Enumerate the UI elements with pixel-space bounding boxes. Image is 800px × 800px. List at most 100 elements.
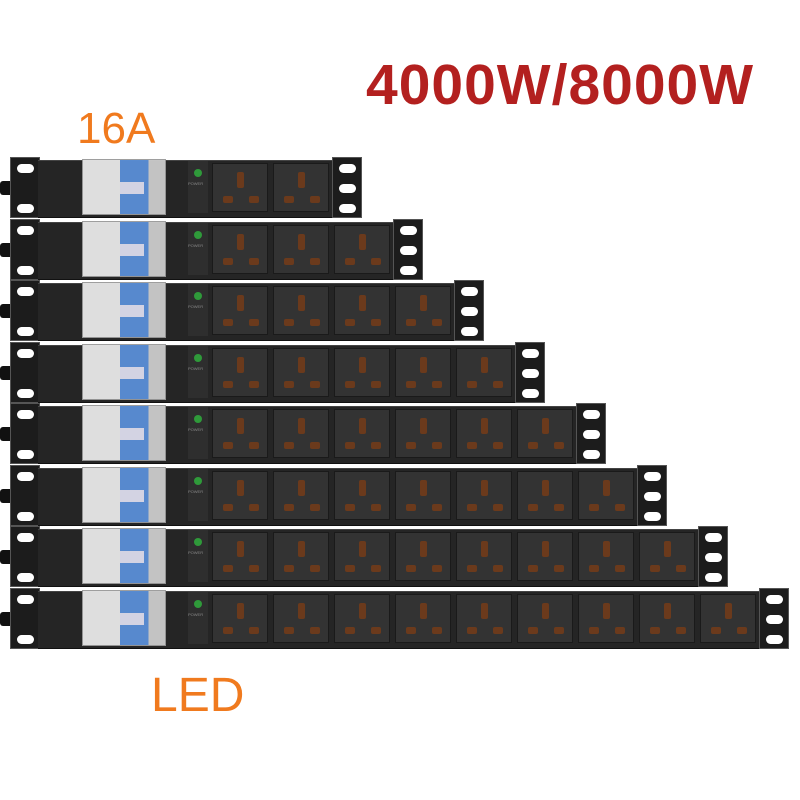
left-mount-bracket <box>10 341 40 403</box>
led-icon <box>194 353 202 362</box>
pdu-strip: POWER <box>0 464 669 526</box>
left-mount-bracket <box>10 526 40 587</box>
universal-socket <box>212 224 268 274</box>
universal-socket <box>456 532 512 581</box>
power-indicator: POWER <box>188 284 208 336</box>
right-mount-bracket <box>454 280 484 341</box>
right-mount-bracket <box>393 218 423 280</box>
mount-hole <box>17 327 34 336</box>
universal-socket <box>334 347 390 397</box>
mount-hole <box>644 471 661 481</box>
universal-socket <box>212 593 268 643</box>
power-text: POWER <box>188 488 204 494</box>
power-text: POWER <box>188 242 204 248</box>
circuit-breaker <box>82 159 166 215</box>
pdu-strip: POWER <box>0 157 364 218</box>
universal-socket <box>334 532 390 581</box>
led-icon <box>194 292 202 300</box>
mount-hole <box>766 614 783 624</box>
mount-hole <box>17 287 34 296</box>
mount-hole <box>705 533 722 542</box>
breaker-rating-label: 16A <box>77 104 156 153</box>
mount-hole <box>583 410 600 419</box>
universal-socket <box>334 593 390 643</box>
mount-hole <box>461 287 478 296</box>
universal-socket <box>334 409 390 458</box>
power-indicator: POWER <box>188 407 208 459</box>
universal-socket <box>395 593 451 643</box>
universal-socket <box>456 470 512 520</box>
universal-socket <box>273 532 329 581</box>
power-text: POWER <box>188 365 204 371</box>
circuit-breaker <box>82 220 166 277</box>
circuit-breaker <box>82 466 166 523</box>
mount-hole <box>583 450 600 459</box>
pdu-strip: POWER <box>0 587 791 649</box>
universal-socket <box>578 470 634 520</box>
mount-hole <box>17 348 34 358</box>
mount-hole <box>17 164 34 173</box>
universal-socket <box>456 409 512 458</box>
mount-hole <box>17 265 34 275</box>
pdu-strip: POWER <box>0 341 547 403</box>
mount-hole <box>522 388 539 398</box>
mount-hole <box>17 634 34 644</box>
right-mount-bracket <box>637 464 667 526</box>
universal-socket <box>456 347 512 397</box>
mount-hole <box>17 471 34 481</box>
universal-socket <box>578 532 634 581</box>
universal-socket <box>212 163 268 212</box>
universal-socket <box>273 593 329 643</box>
universal-socket <box>334 470 390 520</box>
left-mount-bracket <box>10 218 40 280</box>
left-mount-bracket <box>10 280 40 341</box>
universal-socket <box>395 347 451 397</box>
universal-socket <box>395 409 451 458</box>
universal-socket <box>212 286 268 335</box>
universal-socket <box>334 224 390 274</box>
power-text: POWER <box>188 550 204 555</box>
led-icon <box>194 415 202 423</box>
universal-socket <box>273 224 329 274</box>
mount-hole <box>17 450 34 459</box>
power-indicator: POWER <box>188 530 208 582</box>
mount-hole <box>339 184 356 193</box>
universal-socket <box>395 532 451 581</box>
left-mount-bracket <box>10 157 40 218</box>
mount-hole <box>644 511 661 521</box>
universal-socket <box>517 532 573 581</box>
right-mount-bracket <box>698 526 728 587</box>
mount-hole <box>766 594 783 604</box>
left-mount-bracket <box>10 464 40 526</box>
mount-hole <box>17 573 34 582</box>
universal-socket <box>395 470 451 520</box>
universal-socket <box>273 470 329 520</box>
pdu-strip: POWER <box>0 280 486 341</box>
universal-socket <box>517 470 573 520</box>
left-mount-bracket <box>10 587 40 649</box>
universal-socket <box>456 593 512 643</box>
universal-socket <box>212 532 268 581</box>
universal-socket <box>517 593 573 643</box>
right-mount-bracket <box>759 587 789 649</box>
right-mount-bracket <box>515 341 545 403</box>
mount-hole <box>644 491 661 501</box>
power-text: POWER <box>188 611 204 617</box>
universal-socket <box>517 409 573 458</box>
universal-socket <box>639 593 695 643</box>
pdu-strip: POWER <box>0 218 425 280</box>
led-icon <box>194 599 202 608</box>
power-indicator: POWER <box>188 468 208 521</box>
universal-socket <box>639 532 695 581</box>
mount-hole <box>17 388 34 398</box>
universal-socket <box>578 593 634 643</box>
left-mount-bracket <box>10 403 40 464</box>
universal-socket <box>334 286 390 335</box>
mount-hole <box>17 533 34 542</box>
universal-socket <box>395 286 451 335</box>
universal-socket <box>212 347 268 397</box>
mount-hole <box>400 265 417 275</box>
universal-socket <box>273 286 329 335</box>
mount-hole <box>17 511 34 521</box>
universal-socket <box>700 593 756 643</box>
